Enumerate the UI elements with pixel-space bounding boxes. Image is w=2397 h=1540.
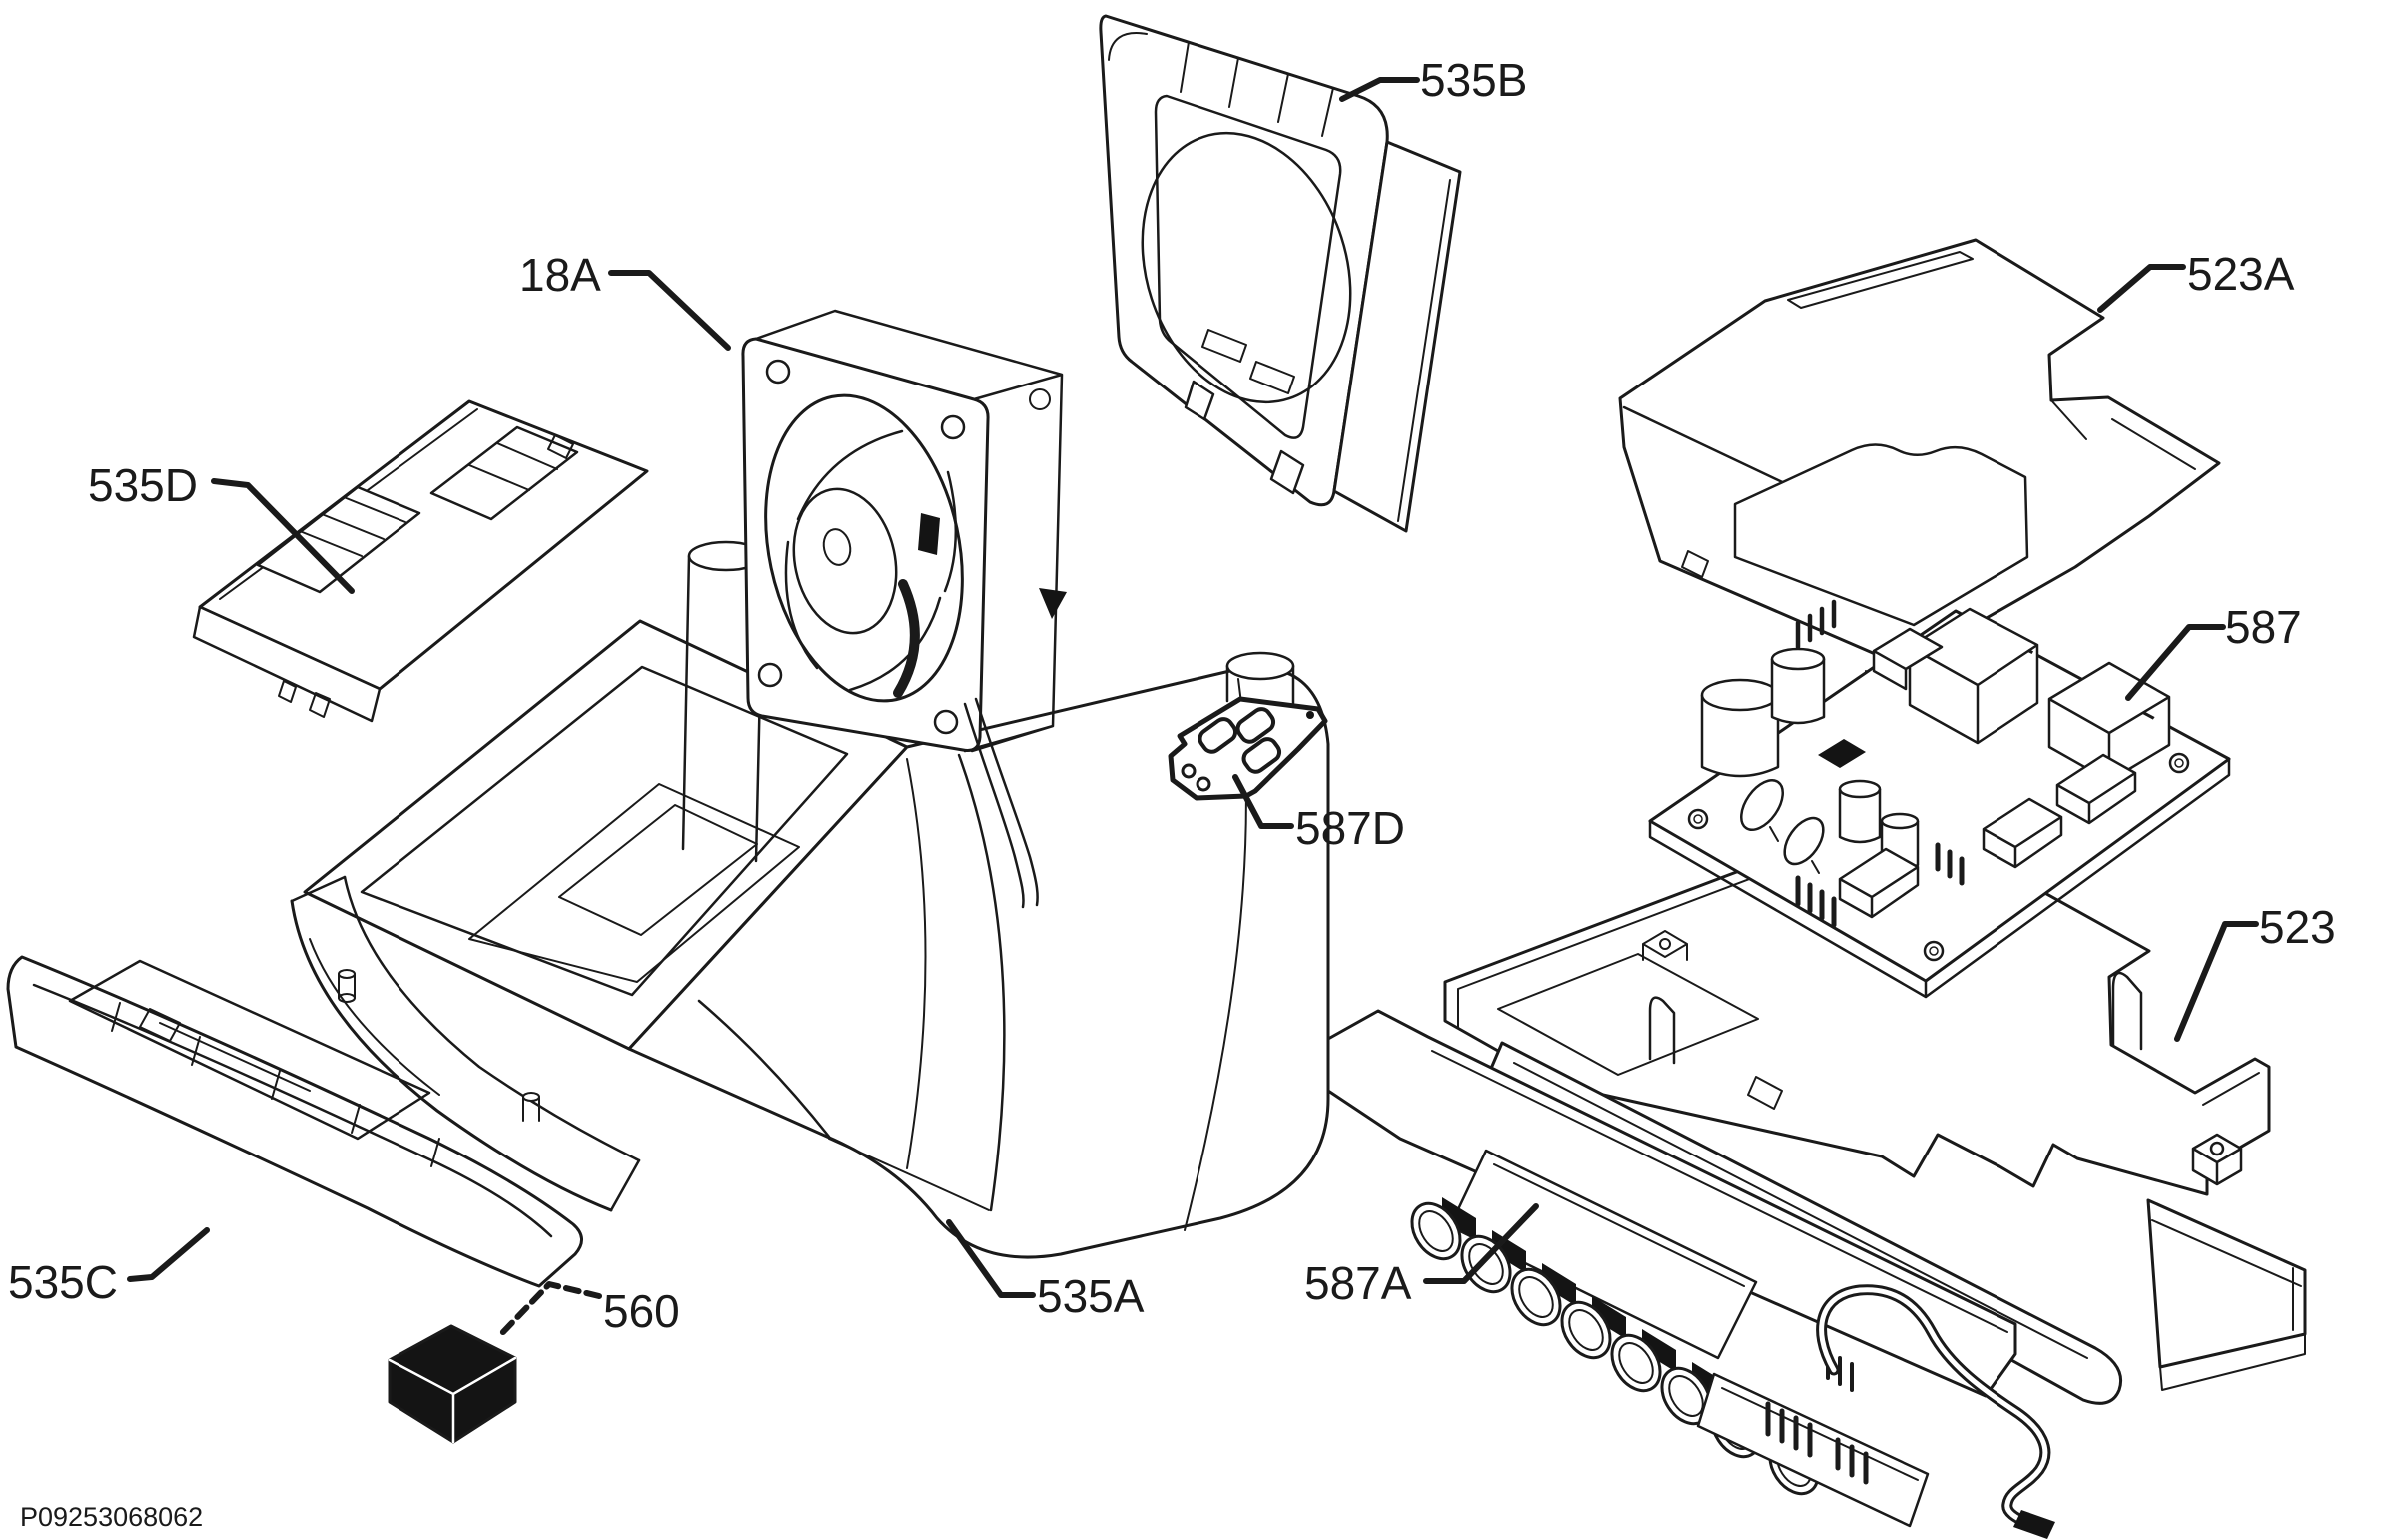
leader-587 [2125, 624, 2226, 701]
part-label-18a: 18A [519, 249, 601, 301]
part-label-587d: 587D [1295, 802, 1405, 854]
panel-cable [1816, 1284, 2055, 1539]
part-cooling-fan [741, 309, 1067, 909]
part-control-panel-board [1326, 1009, 2055, 1539]
label-535b: 535B [1339, 54, 1527, 106]
leader-560 [498, 1281, 602, 1337]
part-label-560: 560 [603, 1285, 680, 1337]
part-air-duct-bracket [192, 399, 649, 723]
leader-18a [608, 270, 731, 351]
part-housing-duct [290, 540, 1330, 1259]
label-560: 560 [498, 1281, 680, 1337]
label-587d: 587D [1232, 774, 1405, 854]
part-power-circuit-board [1648, 599, 2231, 999]
leader-535d [211, 478, 355, 594]
leader-523 [2174, 921, 2259, 1042]
part-label-535c: 535C [8, 1256, 118, 1308]
label-523: 523 [2174, 901, 2336, 1042]
part-electronics-cover [1618, 238, 2221, 708]
part-label-535d: 535D [88, 459, 198, 511]
label-18a: 18A [519, 249, 731, 351]
leader-535a [946, 1219, 1036, 1298]
part-label-535a: 535A [1037, 1270, 1145, 1322]
leader-587a [1423, 1203, 1539, 1284]
label-587a: 587A [1304, 1203, 1539, 1309]
leader-587d [1232, 774, 1294, 829]
label-535d: 535D [88, 459, 355, 594]
leader-535b [1339, 77, 1420, 102]
part-label-587: 587 [2225, 601, 2302, 653]
document-code: P09253068062 [20, 1502, 203, 1532]
part-drawer-front [6, 955, 583, 1288]
labels: 535D 18A 535B 523A 587 587D 523 535C [8, 54, 2336, 1337]
part-label-535b: 535B [1420, 54, 1527, 106]
part-sponge-filter [388, 1324, 517, 1444]
leader-523a [2097, 264, 2186, 313]
label-523a: 523A [2097, 248, 2295, 313]
part-label-523: 523 [2259, 901, 2336, 953]
part-fan-front-frame [1099, 14, 1462, 533]
label-535a: 535A [946, 1219, 1145, 1322]
label-587: 587 [2125, 601, 2302, 701]
part-label-523a: 523A [2187, 248, 2295, 300]
part-key-board [1168, 696, 1328, 801]
leader-535c [127, 1227, 210, 1282]
part-label-587a: 587A [1304, 1257, 1412, 1309]
label-535c: 535C [8, 1227, 210, 1308]
